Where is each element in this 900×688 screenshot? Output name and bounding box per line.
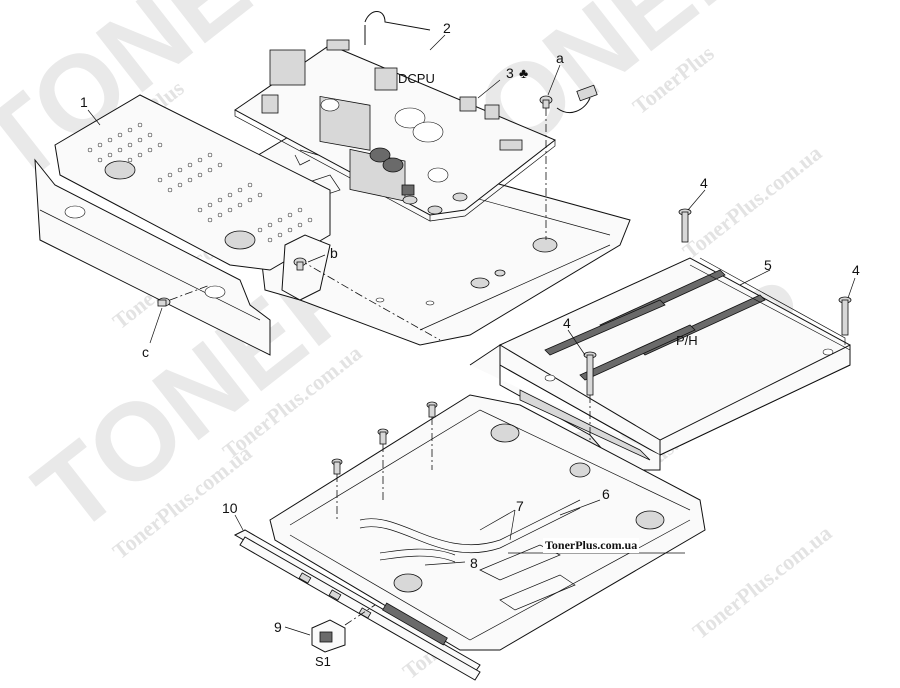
callout-4-right: 4 [852, 262, 860, 278]
callout-9: 9 [274, 619, 282, 635]
leader-lines [87, 34, 856, 636]
switch-s1 [311, 604, 376, 653]
callout-8: 8 [470, 555, 478, 571]
right-harness [556, 97, 591, 113]
boss-1 [532, 237, 558, 253]
label-s1: S1 [315, 654, 331, 669]
screw-4-center [583, 351, 597, 470]
screw-4-top [678, 208, 692, 243]
screw-c [157, 284, 211, 307]
callout-7: 7 [516, 498, 524, 514]
watermark-site-4: TonerPlus.com.ua [678, 140, 827, 264]
callout-1: 1 [80, 94, 88, 110]
shield-cover-1 [54, 94, 331, 271]
top-connector [326, 39, 350, 51]
label-ph: P/H [676, 333, 698, 348]
base-boss-3 [635, 510, 665, 530]
component-block [261, 94, 279, 114]
capacitor-4 [382, 157, 404, 173]
ic-1 [459, 96, 477, 112]
callout-4-center: 4 [563, 315, 571, 331]
heatsink-3 [269, 49, 306, 86]
lower-screws [331, 401, 438, 520]
site-label: TonerPlus.com.ua [543, 538, 640, 553]
callout-5: 5 [764, 257, 772, 273]
callout-10: 10 [222, 500, 238, 516]
screw-a [539, 95, 553, 240]
callout-a: a [556, 50, 564, 66]
capacitor-3 [369, 147, 391, 163]
rail-handle [382, 602, 448, 646]
shield-boss-1 [104, 160, 136, 180]
side-bracket [34, 158, 441, 356]
label-dcpu: DCPU [398, 71, 435, 86]
top-harness [364, 11, 431, 31]
callout-2: 2 [443, 20, 451, 36]
dcpu-board [234, 11, 598, 222]
ic-2 [484, 104, 500, 120]
base-harness [359, 499, 581, 546]
lower-base-frame [269, 394, 706, 651]
callout-c: c [142, 344, 149, 360]
callout-4-top: 4 [700, 175, 708, 191]
callout-b: b [330, 245, 338, 261]
screw-4-right [838, 296, 852, 336]
board-connector [499, 139, 523, 151]
callout-labels: 1 2 3 ♣ a DCPU 4 5 4 4 P/H b c 6 7 8 9 S… [80, 20, 860, 669]
callout-club-symbol: ♣ [519, 65, 528, 81]
shield-boss-2 [224, 230, 256, 250]
base-boss-2 [569, 462, 591, 478]
boss-2 [470, 277, 490, 289]
ph-unit-5 [469, 257, 851, 471]
callout-6: 6 [602, 486, 610, 502]
front-rail-10 [233, 529, 481, 681]
transformer [374, 67, 398, 91]
capacitor-1 [394, 107, 426, 129]
base-boss-1 [490, 423, 520, 443]
connector-small [401, 184, 415, 196]
bracket-b [281, 234, 331, 301]
base-boss-4 [393, 573, 423, 593]
watermark-site-8: TonerPlus.com.ua [688, 520, 837, 644]
upper-chassis-plate [249, 129, 631, 346]
callout-3: 3 [506, 65, 514, 81]
capacitor-2 [412, 121, 444, 143]
screw-b [293, 257, 307, 271]
